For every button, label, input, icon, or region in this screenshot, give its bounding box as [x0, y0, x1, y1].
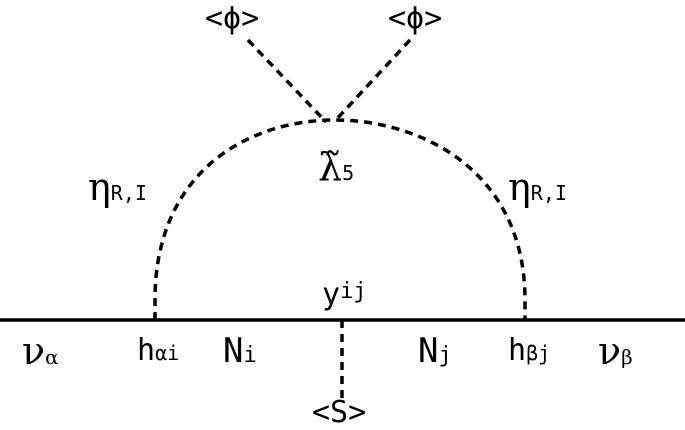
scalar-phi-right-line: [332, 38, 412, 124]
lambda5-label: λ̃5: [318, 148, 354, 186]
N-i-subscript: i: [243, 343, 257, 368]
nu-alpha-label: να: [22, 332, 59, 370]
nu-alpha-subscript: α: [45, 345, 59, 369]
N-j-label: Nj: [418, 334, 452, 368]
scalar-eta-loop: [153, 118, 527, 320]
scalar-phi-left-line: [246, 38, 328, 124]
vev-phi-left-label: <ϕ>: [205, 1, 260, 36]
vev-phi-right-label: <ϕ>: [388, 1, 443, 36]
lambda5-symbol: λ̃: [318, 145, 343, 189]
yukawa-label: yij: [322, 280, 367, 310]
N-i-base: N: [223, 331, 244, 371]
h-alpha-i-label: hαi: [137, 336, 179, 366]
h-alpha-i-subscript: αi: [155, 341, 180, 365]
eta-left-symbol: η: [88, 165, 111, 209]
eta-left-label: ηR,I: [88, 168, 147, 206]
nu-beta-subscript: β: [621, 345, 633, 369]
eta-right-subscript: R,I: [530, 181, 567, 205]
lambda5-subscript: 5: [342, 161, 355, 185]
vev-S-label: <S>: [312, 395, 367, 430]
N-i-label: Ni: [223, 334, 257, 368]
N-j-base: N: [418, 331, 439, 371]
yukawa-symbol: y: [322, 277, 341, 312]
eta-right-symbol: η: [508, 165, 531, 209]
h-beta-j-base: h: [508, 333, 527, 368]
eta-left-subscript: R,I: [110, 181, 147, 205]
yukawa-superscript: ij: [340, 279, 367, 304]
nu-beta-symbol: ν: [598, 329, 622, 373]
h-beta-j-subscript: βj: [526, 341, 551, 365]
N-j-subscript: j: [438, 343, 452, 368]
nu-alpha-symbol: ν: [22, 329, 46, 373]
eta-right-label: ηR,I: [508, 168, 567, 206]
nu-beta-label: νβ: [598, 332, 633, 370]
h-beta-j-label: hβj: [508, 336, 550, 366]
h-alpha-i-base: h: [137, 333, 156, 368]
